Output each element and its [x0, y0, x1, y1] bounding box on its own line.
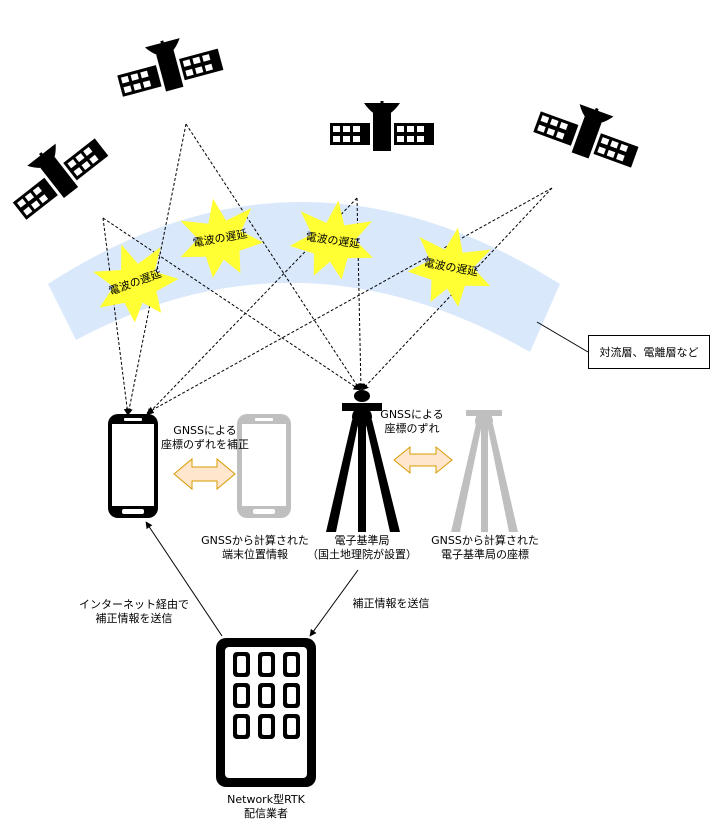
- phone-correction-line-1: GNSSによる: [173, 424, 237, 437]
- satellite-3: [328, 99, 436, 153]
- station-name-line-1: 電子基準局: [334, 534, 390, 547]
- delay-star-2: 電波の遅延: [171, 191, 268, 283]
- phone-calc-line-1: GNSSから計算された: [201, 534, 309, 547]
- send-correction-label: 補正情報を送信: [352, 597, 430, 610]
- internet-send-label: インターネット経由で 補正情報を送信: [72, 598, 196, 626]
- ghost-station-icon: [451, 410, 518, 532]
- atmosphere-callout: 対流層、電離層など: [588, 335, 710, 369]
- station-error-line-1: GNSSによる: [380, 408, 444, 421]
- station-name-line-2: （国土地理院が設置）: [307, 548, 417, 561]
- satellite-1: [0, 119, 114, 227]
- station-error-line-2: 座標のずれ: [384, 422, 440, 435]
- station-name-label: 電子基準局 （国土地理院が設置）: [302, 534, 422, 562]
- smartphone-icon: [108, 414, 158, 518]
- station-calc-line-2: 電子基準局の座標: [441, 548, 529, 561]
- satellite-2: [110, 25, 227, 105]
- delay-star-3: 電波の遅延: [286, 194, 381, 284]
- station-error-label: GNSSによる 座標のずれ: [372, 408, 452, 436]
- ghost-smartphone-icon: [237, 414, 291, 518]
- station-calc-label: GNSSから計算された 電子基準局の座標: [420, 534, 550, 562]
- internet-send-line-2: 補正情報を送信: [95, 612, 173, 625]
- atmosphere-band: [48, 202, 560, 352]
- internet-send-line-1: インターネット経由で: [79, 598, 189, 611]
- arrow-provider-to-phone: [145, 521, 223, 637]
- reference-station-icon: [326, 390, 400, 532]
- arrow-station-to-provider: [309, 569, 359, 637]
- provider-line-2: 配信業者: [244, 807, 288, 820]
- phone-calc-line-2: 端末位置情報: [222, 548, 288, 561]
- station-calc-line-1: GNSSから計算された: [431, 534, 539, 547]
- double-arrow-station: [393, 445, 453, 475]
- phone-correction-line-2: 座標のずれを補正: [161, 438, 249, 451]
- signal-lines: [102, 123, 553, 416]
- delay-star-1: 電波の遅延: [81, 230, 188, 333]
- callout-leader: [536, 321, 589, 353]
- satellite-4: [529, 89, 648, 175]
- provider-line-1: Network型RTK: [227, 793, 305, 806]
- double-arrow-phone: [173, 457, 236, 491]
- provider-building-icon: [216, 638, 316, 787]
- phone-calc-label: GNSSから計算された 端末位置情報: [190, 534, 320, 562]
- phone-correction-label: GNSSによる 座標のずれを補正: [150, 424, 260, 452]
- delay-star-4: 電波の遅延: [403, 220, 500, 312]
- provider-label: Network型RTK 配信業者: [206, 793, 326, 821]
